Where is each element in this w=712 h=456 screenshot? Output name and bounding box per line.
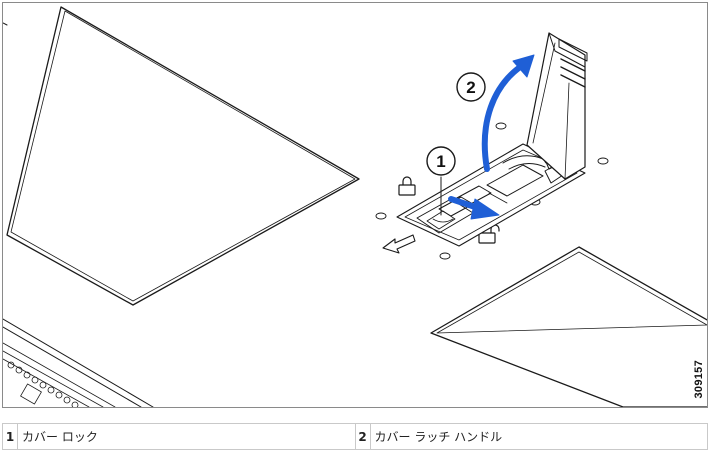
latch-handle: [526, 32, 588, 180]
figure-id: 309157: [693, 360, 705, 399]
callout-2-number: 2: [466, 78, 475, 97]
latch-illustration: 1 2: [3, 6, 707, 407]
callout-1: 1: [426, 146, 456, 216]
callout-2: 2: [456, 72, 486, 102]
legend-table: 1 カバー ロック 2 カバー ラッチ ハンドル: [2, 423, 708, 450]
direction-arrow-icon: [382, 234, 416, 254]
legend-number-1: 1: [2, 423, 18, 450]
legend-number-2: 2: [354, 423, 371, 450]
chassis-front-bezel: [3, 318, 154, 407]
legend-row: 1 カバー ロック 2 カバー ラッチ ハンドル: [2, 423, 708, 450]
slide-arrow: [448, 196, 500, 220]
callout-1-number: 1: [436, 152, 445, 171]
legend-label-2: カバー ラッチ ハンドル: [369, 423, 708, 450]
rotate-arrow: [481, 54, 535, 172]
lock-icon: [398, 176, 416, 196]
legend-label-1: カバー ロック: [17, 423, 356, 450]
left-panel: [3, 6, 360, 306]
hardware-diagram: 1 2 309157: [2, 2, 708, 408]
right-panel: [430, 246, 707, 407]
